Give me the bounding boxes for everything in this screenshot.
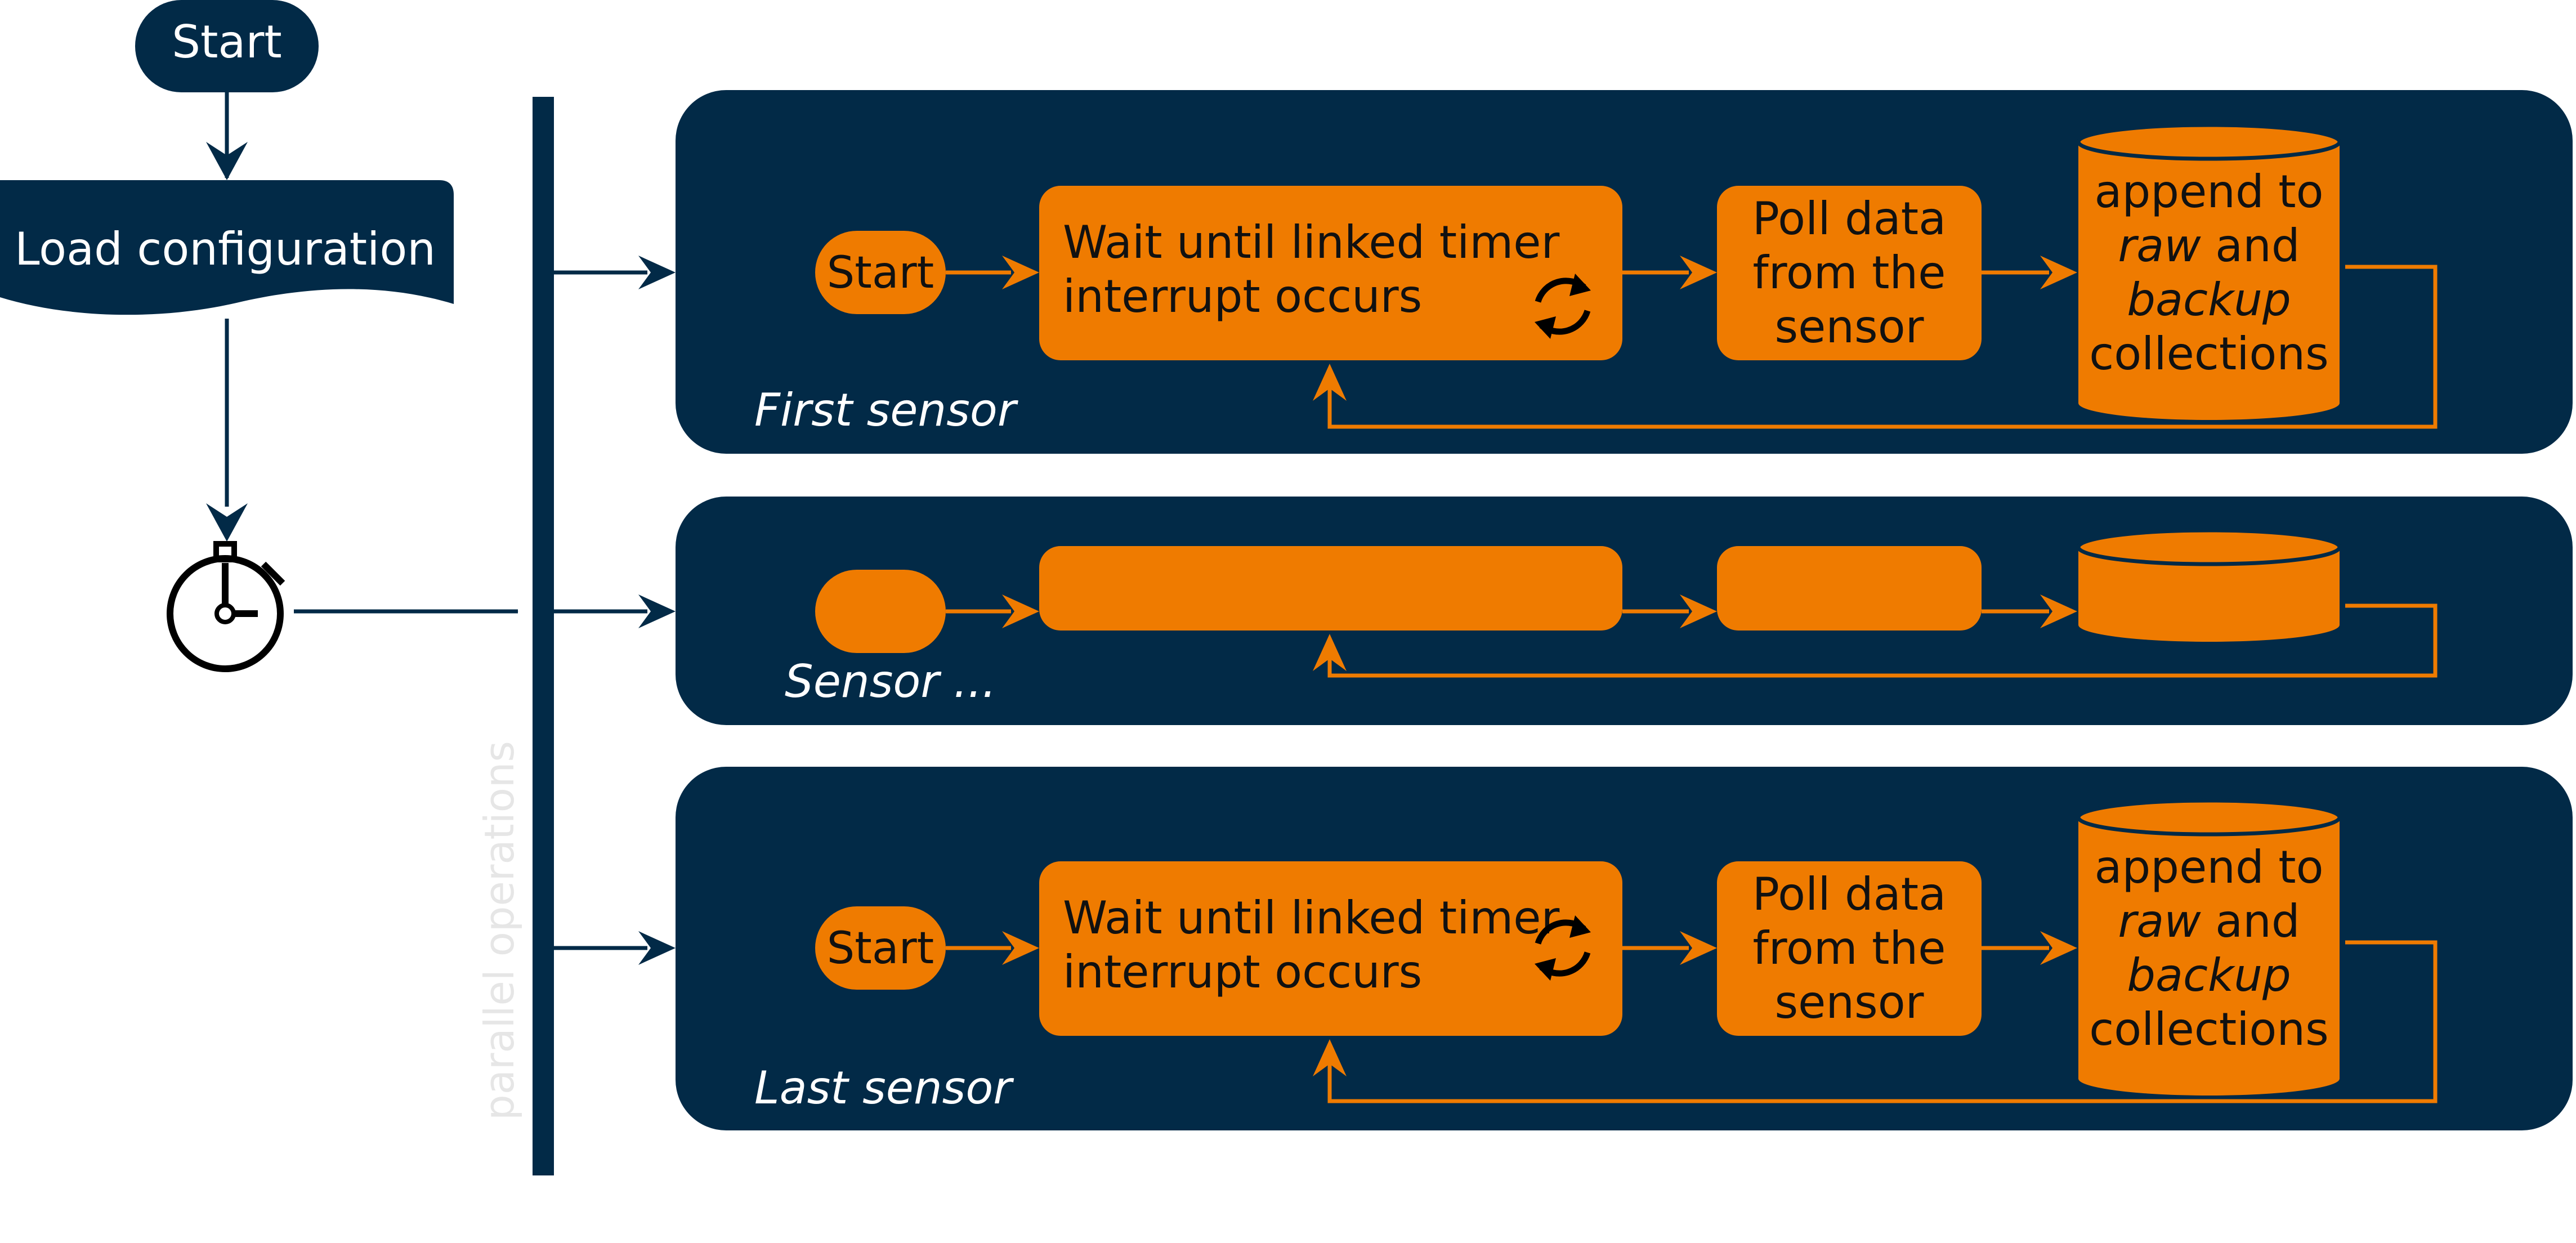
poll-box-text: from the — [1753, 247, 1946, 299]
lane-start-pill — [815, 570, 946, 653]
fork-arrow-head — [638, 931, 676, 965]
storage-text-plain: collections — [2089, 328, 2329, 380]
parallel-fork-bar — [533, 97, 554, 1175]
storage-text-plain: and — [2201, 220, 2300, 272]
lane-title: First sensor — [754, 384, 1019, 436]
wait-timer-box — [1039, 186, 1622, 360]
lane-start-pill — [815, 906, 946, 990]
wait-box-text: Wait until linked timer — [1063, 216, 1559, 269]
storage-text-italic: raw — [2118, 220, 2201, 272]
wait-to-poll-arrow-head — [1680, 256, 1717, 289]
storage-cylinder-body — [2078, 817, 2340, 1096]
refresh-cycle-icon — [1535, 274, 1591, 339]
refresh-arrow-top — [1569, 915, 1591, 938]
storage-text: append to — [2094, 841, 2323, 893]
storage-text-plain: append to — [2094, 166, 2323, 218]
storage-text: collections — [2089, 1003, 2329, 1056]
wait-box-text: interrupt occurs — [1063, 946, 1422, 998]
poll-data-box — [1717, 546, 1982, 631]
storage-text: collections — [2089, 328, 2329, 380]
storage-text: raw and — [2118, 220, 2300, 272]
storage-cylinder-top — [2076, 123, 2342, 161]
wait-box-text: Wait until linked timer — [1063, 892, 1559, 944]
fork-arrow-head — [638, 256, 676, 289]
loop-back-line — [1327, 603, 2438, 678]
sensor-lane-2: Sensor ... — [554, 497, 2573, 725]
fork-arrow-head — [638, 594, 676, 628]
start-label: Start — [172, 16, 281, 68]
loop-back-line — [1327, 940, 2438, 1103]
refresh-cycle-icon — [1535, 915, 1591, 981]
storage-cylinder-body — [2078, 547, 2340, 642]
refresh-arrow-top — [1569, 274, 1591, 296]
refresh-arrow-bottom — [1535, 958, 1556, 981]
poll-box-text: from the — [1753, 922, 1946, 974]
storage-text: raw and — [2118, 895, 2300, 947]
poll-data-box — [1717, 186, 1982, 360]
storage-text-plain: collections — [2089, 1003, 2329, 1056]
storage-text-italic: raw — [2118, 895, 2201, 947]
loop-back-line — [1327, 265, 2438, 429]
storage-text: append to — [2094, 166, 2323, 218]
storage-cylinder-top — [2076, 528, 2342, 566]
poll-box-text: Poll data — [1752, 868, 1946, 920]
start-to-wait-arrow-head — [1002, 931, 1039, 965]
stopwatch-icon — [167, 541, 285, 672]
lane-title: Sensor ... — [785, 655, 996, 708]
storage-cylinder-top — [2076, 798, 2342, 837]
wait-box-text: interrupt occurs — [1063, 270, 1422, 323]
lane-start-label: Start — [827, 923, 934, 974]
wait-to-poll-arrow-head — [1680, 931, 1717, 965]
storage-cylinder-body — [2078, 142, 2340, 420]
start-to-wait-arrow-head — [1002, 256, 1039, 289]
storage-text: backup — [2127, 274, 2291, 326]
wait-timer-box — [1039, 546, 1622, 631]
load-configuration-node: Load configuration — [0, 180, 454, 315]
storage-text-italic: backup — [2127, 949, 2291, 1001]
loop-back-arrowhead — [1313, 634, 1347, 671]
storage-text: backup — [2127, 949, 2291, 1001]
lane-start-pill — [815, 231, 946, 314]
load-to-timer-arrowhead — [206, 503, 248, 542]
lane-title: Last sensor — [754, 1062, 1014, 1114]
poll-to-store-arrow-head — [2040, 256, 2077, 289]
poll-box-text: sensor — [1774, 976, 1924, 1029]
start-to-load-arrowhead — [206, 142, 248, 180]
start-to-wait-arrow-head — [1002, 594, 1039, 628]
poll-to-store-arrow-head — [2040, 594, 2077, 628]
poll-to-store-arrow-head — [2040, 931, 2077, 965]
parallel-operations-label: parallel operations — [476, 741, 523, 1120]
storage-text-plain: and — [2201, 895, 2300, 947]
start-terminal: Start — [135, 0, 319, 92]
loop-back-arrowhead — [1313, 364, 1347, 401]
wait-to-poll-arrow-head — [1680, 594, 1717, 628]
wait-timer-box — [1039, 861, 1622, 1036]
loop-back-arrowhead — [1313, 1039, 1347, 1076]
load-configuration-label: Load configuration — [15, 223, 436, 275]
poll-box-text: Poll data — [1752, 193, 1946, 245]
refresh-arrow-bottom — [1535, 316, 1556, 339]
storage-text-plain: append to — [2094, 841, 2323, 893]
lane-start-label: Start — [827, 248, 934, 298]
poll-box-text: sensor — [1774, 301, 1924, 353]
storage-text-italic: backup — [2127, 274, 2291, 326]
poll-data-box — [1717, 861, 1982, 1036]
